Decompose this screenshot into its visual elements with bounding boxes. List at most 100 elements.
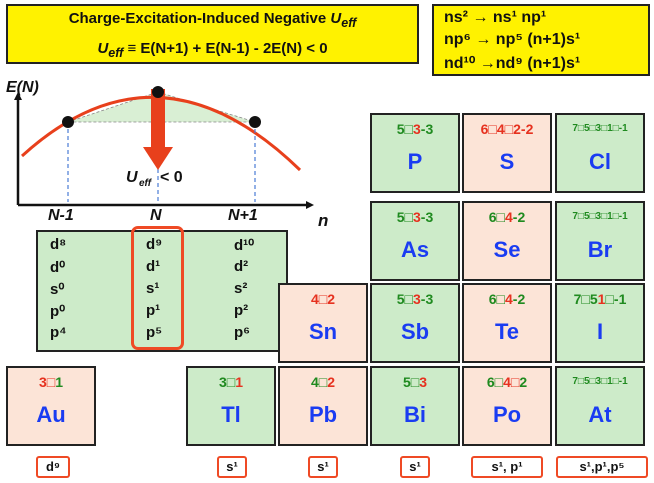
title-line-1: Charge-Excitation-Induced Negative Ueff bbox=[68, 10, 357, 30]
oxidation-states: 7□51□-1 bbox=[557, 291, 643, 307]
oxidation-states: 5□3-3 bbox=[372, 209, 458, 225]
oxidation-segment: 4□2 bbox=[310, 291, 336, 307]
element-cell-s: 6□4□2-2 S bbox=[462, 113, 552, 193]
config-middle: d⁹ bbox=[146, 236, 163, 253]
ueff-label-rest: < 0 bbox=[160, 169, 183, 186]
config-middle: p⁵ bbox=[146, 324, 163, 341]
oxidation-segment: -2 bbox=[512, 209, 526, 225]
config-label: s¹ bbox=[400, 456, 430, 478]
state-dot bbox=[152, 86, 164, 98]
oxidation-segment: 6□ bbox=[486, 374, 504, 390]
x-tick-label: N+1 bbox=[228, 207, 258, 224]
element-cell-sn: 4□2 Sn bbox=[278, 283, 368, 363]
config-middle: d¹ bbox=[146, 258, 161, 275]
oxidation-segment: -3 bbox=[420, 121, 434, 137]
oxidation-segment: 3 bbox=[413, 121, 421, 137]
element-symbol: At bbox=[588, 402, 612, 427]
oxidation-states: 3□1 bbox=[188, 374, 274, 390]
config-left: p⁰ bbox=[50, 303, 66, 320]
element-cell-tl: 3□1 Tl bbox=[186, 366, 276, 446]
config-label: s¹ bbox=[217, 456, 247, 478]
element-cell-at: 7□5□3□1□-1 At bbox=[555, 366, 645, 446]
element-cell-po: 6□4□2 Po bbox=[462, 366, 552, 446]
element-symbol: S bbox=[499, 149, 515, 174]
config-right: p⁶ bbox=[234, 324, 251, 341]
element-cell-as: 5□3-3 As bbox=[370, 201, 460, 281]
element-symbol: Te bbox=[494, 319, 520, 344]
oxidation-states: 7□5□3□1□-1 bbox=[557, 376, 643, 387]
oxidation-segment: 7□5□3□1□-1 bbox=[572, 376, 628, 387]
ueff-label-sym: U bbox=[126, 169, 138, 186]
transition-line: np⁶ → np⁵ (n+1)s¹ bbox=[444, 31, 581, 48]
element-symbol: Se bbox=[493, 237, 521, 262]
element-cell-sb: 5□3-3 Sb bbox=[370, 283, 460, 363]
config-left: d⁸ bbox=[50, 236, 67, 253]
oxidation-segment: -3 bbox=[420, 209, 434, 225]
element-cell-br: 7□5□3□1□-1 Br bbox=[555, 201, 645, 281]
config-label: s¹ bbox=[308, 456, 338, 478]
oxidation-segment: 4□ bbox=[310, 374, 328, 390]
element-cell-cl: 7□5□3□1□-1 Cl bbox=[555, 113, 645, 193]
transition-box: ns² → ns¹ np¹ np⁶ → np⁵ (n+1)s¹ nd¹⁰ →nd… bbox=[432, 4, 650, 76]
element-symbol: Bi bbox=[404, 402, 426, 427]
element-cell-pb: 4□2 Pb bbox=[278, 366, 368, 446]
oxidation-states: 6□4□2 bbox=[464, 374, 550, 390]
element-symbol: Pb bbox=[308, 402, 338, 427]
oxidation-states: 6□4-2 bbox=[464, 291, 550, 307]
transition-line: nd¹⁰ →nd⁹ (n+1)s¹ bbox=[444, 55, 581, 72]
oxidation-states: 7□5□3□1□-1 bbox=[557, 123, 643, 134]
config-middle: p¹ bbox=[146, 302, 161, 319]
element-symbol: Cl bbox=[589, 149, 611, 174]
oxidation-segment: 1 bbox=[55, 374, 64, 390]
element-symbol: Sn bbox=[308, 319, 338, 344]
oxidation-segment: 6□ bbox=[488, 209, 505, 225]
oxidation-segment: 3 bbox=[413, 209, 421, 225]
oxidation-segment: 3 bbox=[413, 291, 421, 307]
oxidation-segment: 3 bbox=[419, 374, 428, 390]
x-tick-label: N bbox=[150, 207, 162, 224]
element-cell-p: 5□3-3 P bbox=[370, 113, 460, 193]
config-left: d⁰ bbox=[50, 259, 66, 276]
element-symbol: Au bbox=[36, 402, 66, 427]
element-symbol: Tl bbox=[221, 402, 241, 427]
oxidation-states: 5□3-3 bbox=[372, 121, 458, 137]
y-axis-label: E(N) bbox=[6, 79, 39, 96]
oxidation-segment: 5□ bbox=[402, 374, 420, 390]
config-left: s⁰ bbox=[50, 281, 65, 298]
oxidation-segment: 2 bbox=[519, 374, 528, 390]
oxidation-states: 7□5□3□1□-1 bbox=[557, 211, 643, 222]
oxidation-segment: 4 bbox=[505, 209, 513, 225]
element-symbol: As bbox=[400, 237, 430, 262]
config-label: d⁹ bbox=[36, 456, 70, 478]
config-left: p⁴ bbox=[50, 324, 67, 341]
oxidation-states: 4□2 bbox=[280, 291, 366, 307]
state-dot bbox=[249, 116, 261, 128]
oxidation-segment: 5□ bbox=[396, 291, 413, 307]
oxidation-segment: 7□5□3□1□-1 bbox=[572, 211, 628, 222]
oxidation-segment: 1 bbox=[235, 374, 244, 390]
oxidation-segment: 4□ bbox=[503, 374, 520, 390]
oxidation-segment: □-1 bbox=[605, 291, 627, 307]
config-right: d¹⁰ bbox=[234, 237, 255, 254]
oxidation-states: 5□3 bbox=[372, 374, 458, 390]
transition-line: ns² → ns¹ np¹ bbox=[444, 9, 547, 26]
element-symbol: I bbox=[596, 319, 604, 344]
config-right: p² bbox=[234, 302, 249, 319]
oxidation-states: 6□4-2 bbox=[464, 209, 550, 225]
oxidation-segment: 3□ bbox=[38, 374, 56, 390]
oxidation-segment: 7□5 bbox=[573, 291, 598, 307]
element-cell-te: 6□4-2 Te bbox=[462, 283, 552, 363]
oxidation-segment: 1 bbox=[597, 291, 606, 307]
element-symbol: Br bbox=[587, 237, 613, 262]
ueff-arrow-head bbox=[143, 147, 173, 170]
element-cell-au: 3□1 Au bbox=[6, 366, 96, 446]
oxidation-states: 6□4□2-2 bbox=[464, 121, 550, 137]
ueff-label-sub: eff bbox=[139, 178, 153, 189]
title-line-2: Ueff ≡ E(N+1) + E(N-1) - 2E(N) < 0 bbox=[97, 40, 328, 60]
oxidation-segment: 3□ bbox=[218, 374, 236, 390]
config-middle: s¹ bbox=[146, 280, 160, 297]
element-symbol: P bbox=[407, 149, 423, 174]
oxidation-states: 3□1 bbox=[8, 374, 94, 390]
ueff-arrow-shaft bbox=[151, 89, 165, 149]
element-symbol: Sb bbox=[400, 319, 430, 344]
